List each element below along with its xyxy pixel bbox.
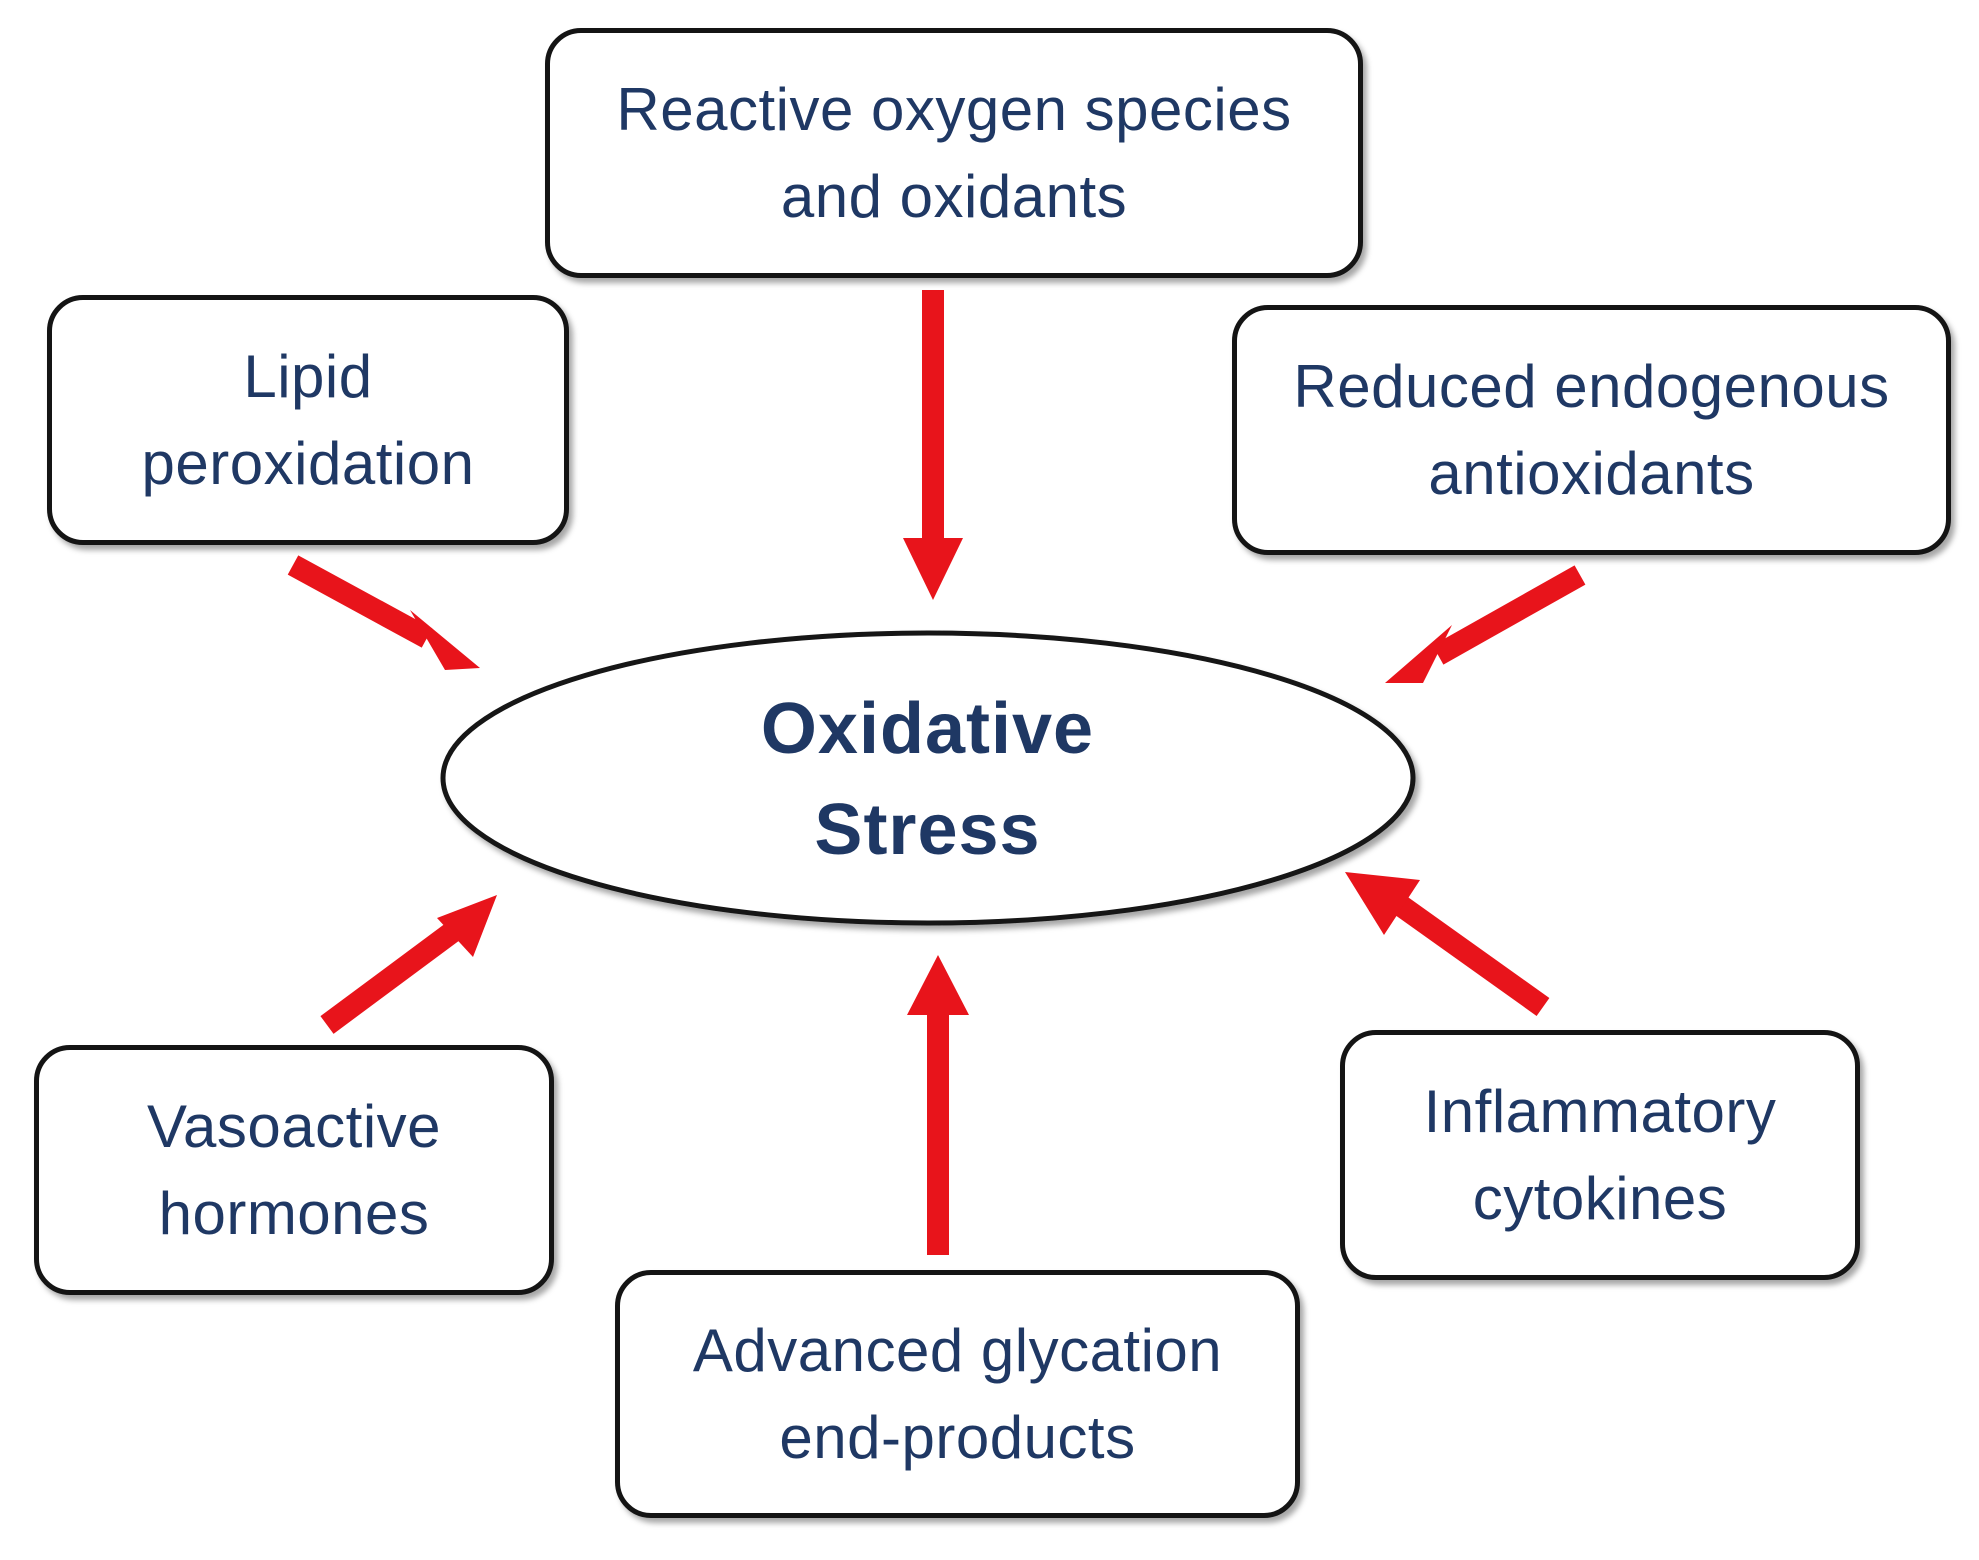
factor-box-reactive-oxygen-species: Reactive oxygen species and oxidants: [545, 28, 1363, 278]
factor-label-line2: and oxidants: [780, 163, 1128, 230]
arrow-age-to-center: [907, 955, 969, 1255]
arrow-inflam-to-center: [1345, 872, 1550, 1016]
oxidative-stress-ellipse: [440, 630, 1416, 926]
factor-box-lipid-peroxidation: Lipid peroxidation: [47, 295, 569, 545]
arrow-ros-to-center: [903, 290, 963, 600]
factor-label-line2: peroxidation: [141, 430, 475, 497]
arrow-lipid-to-center: [287, 555, 480, 670]
factor-label-line1: Reactive oxygen species: [616, 76, 1292, 143]
factor-label-line2: end-products: [779, 1404, 1136, 1471]
factor-label-line2: cytokines: [1472, 1165, 1728, 1232]
factor-box-reduced-antioxidants: Reduced endogenous antioxidants: [1232, 305, 1951, 555]
factor-box-inflammatory-cytokines: Inflammatory cytokines: [1340, 1030, 1860, 1280]
arrow-reduced-to-center: [1385, 565, 1586, 683]
factor-label-line1: Inflammatory: [1423, 1078, 1777, 1145]
factor-label-line2: hormones: [158, 1180, 430, 1247]
factor-label-line2: antioxidants: [1428, 440, 1755, 507]
oxidative-stress-label: Oxidative Stress: [440, 635, 1415, 925]
factor-label-line1: Reduced endogenous: [1293, 353, 1890, 420]
center-label-line2: Stress: [814, 790, 1041, 870]
factor-box-vasoactive-hormones: Vasoactive hormones: [34, 1045, 554, 1295]
factor-label-line1: Advanced glycation: [692, 1317, 1223, 1384]
factor-label-line1: Lipid: [243, 343, 373, 410]
factor-box-advanced-glycation-end-products: Advanced glycation end-products: [615, 1270, 1300, 1518]
center-label-line1: Oxidative: [760, 689, 1095, 770]
factor-label-line1: Vasoactive: [146, 1093, 442, 1160]
arrow-vaso-to-center: [320, 895, 497, 1034]
